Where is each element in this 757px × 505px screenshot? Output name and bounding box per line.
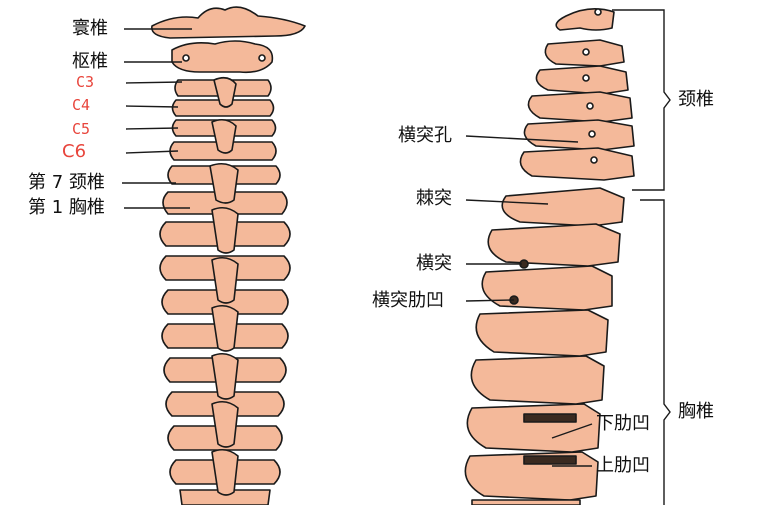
label-transverse-foramen: 横突孔 bbox=[398, 125, 452, 146]
label-t1: 第 1 胸椎 bbox=[28, 197, 105, 218]
label-superior-costal-facet: 上肋凹 bbox=[596, 455, 650, 476]
bracket-label-thoracic: 胸椎 bbox=[678, 401, 714, 422]
label-c7: 第 7 颈椎 bbox=[28, 172, 105, 193]
label-c4: C4 bbox=[72, 96, 91, 114]
label-c5: C5 bbox=[72, 120, 91, 138]
label-axis: 枢椎 bbox=[72, 51, 108, 72]
brackets bbox=[612, 9, 671, 505]
label-c6: C6 bbox=[62, 141, 87, 162]
side-leader-lines bbox=[465, 135, 593, 467]
label-atlas: 寰椎 bbox=[72, 18, 108, 39]
label-c3: C3 bbox=[76, 73, 95, 91]
front-spine bbox=[151, 6, 306, 505]
label-transverse-process: 横突 bbox=[416, 253, 452, 274]
label-transverse-costal-facet: 横突肋凹 bbox=[372, 290, 444, 311]
label-inferior-costal-facet: 下肋凹 bbox=[596, 413, 650, 434]
label-spinous-process: 棘突 bbox=[416, 188, 452, 209]
side-spine bbox=[464, 8, 635, 505]
bracket-label-cervical: 颈椎 bbox=[678, 89, 714, 110]
front-leader-lines bbox=[122, 28, 192, 209]
